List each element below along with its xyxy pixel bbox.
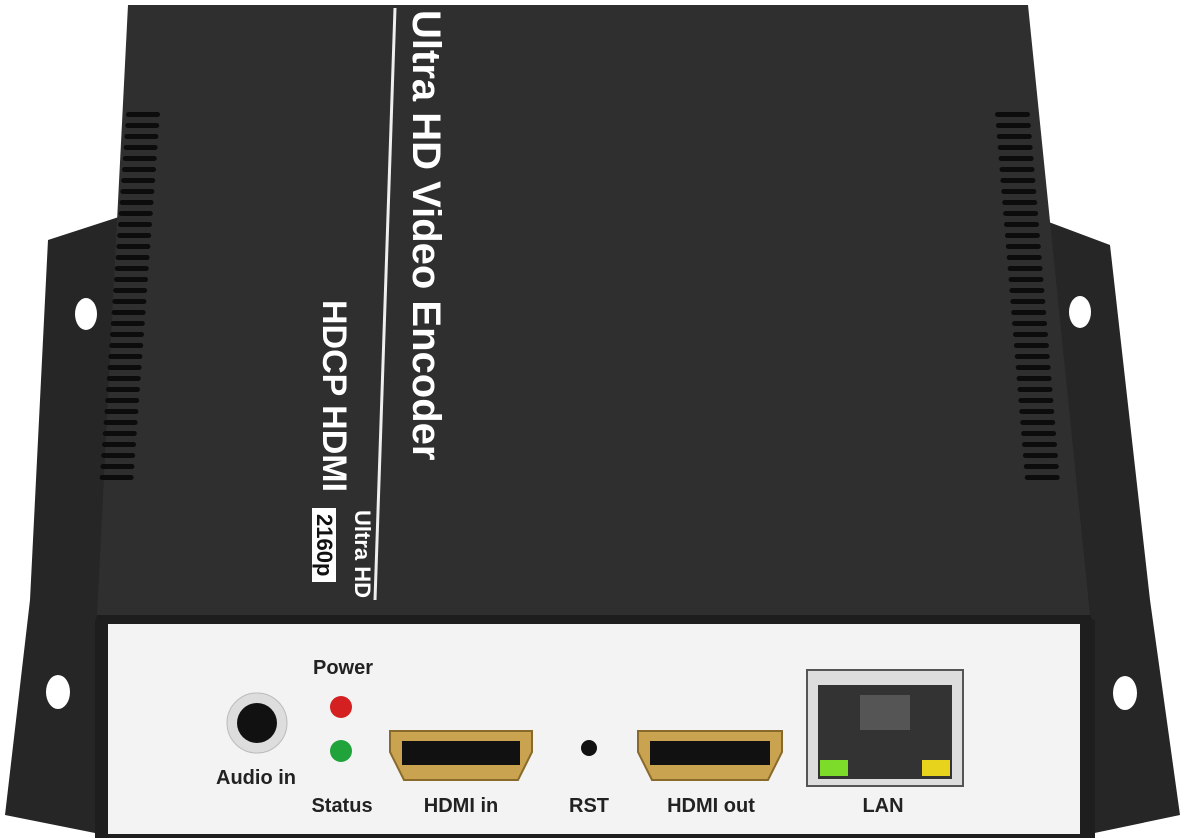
right-vent-slot	[1018, 398, 1054, 403]
right-vent-slot	[1005, 244, 1041, 249]
left-vent-slot	[111, 310, 146, 315]
left-vent-slot	[103, 420, 138, 425]
left-vent-slot	[119, 200, 154, 205]
left-vent-slot	[105, 398, 140, 403]
reset-button[interactable]	[581, 740, 597, 756]
left-vent-slot	[115, 255, 150, 260]
left-vent-slot	[114, 266, 149, 271]
right-vent-slot	[1003, 211, 1039, 216]
right-vent-slot	[1015, 365, 1051, 370]
right-vent-slot	[1019, 409, 1055, 414]
right-vent-slot	[1013, 332, 1048, 337]
status-led	[330, 740, 352, 762]
right-vent-slot	[999, 167, 1035, 172]
left-vent-slot	[102, 431, 137, 436]
right-vent-slot	[1007, 266, 1043, 271]
hdmi-out-label: HDMI out	[667, 795, 755, 817]
lan-led-activity	[922, 760, 950, 776]
left-vent-slot	[100, 464, 135, 469]
right-mounting-flange	[1030, 215, 1180, 835]
left-vent-slot	[124, 134, 159, 139]
left-vent-slot	[116, 244, 151, 249]
badge-ultra-hd: Ultra HD	[350, 510, 375, 599]
right-vent-slot	[1002, 200, 1038, 205]
left-vent-slot	[107, 365, 142, 370]
right-vent-slot	[1017, 387, 1053, 392]
right-vent-slot	[1008, 277, 1044, 282]
left-vent-slot	[117, 233, 152, 238]
left-vent-slot	[104, 409, 139, 414]
badge-resolution: 2160p	[311, 508, 337, 583]
right-vent-slot	[1023, 464, 1059, 469]
left-vent-slot	[112, 299, 147, 304]
right-vent-slot	[1021, 431, 1057, 436]
right-vent-slot	[996, 134, 1032, 139]
right-vent-slot	[1011, 310, 1047, 315]
right-vent-slot	[1024, 475, 1060, 480]
right-vent-slot	[1012, 321, 1048, 326]
right-vent-slot	[1020, 420, 1056, 425]
left-vent-slot	[123, 145, 158, 150]
left-vent-slot	[118, 211, 153, 216]
right-vent-slot	[1016, 376, 1052, 381]
left-vent-slot	[125, 123, 160, 128]
top-case	[97, 5, 1090, 615]
right-vent-slot	[1009, 288, 1045, 293]
left-vent-slot	[109, 343, 144, 348]
right-vent-slot	[1000, 178, 1036, 183]
left-vent-slot	[108, 354, 143, 359]
left-vent-slot	[118, 222, 152, 227]
left-mount-hole-bottom	[46, 675, 70, 709]
left-vent-slot	[122, 167, 156, 172]
right-vent-slot	[1004, 222, 1039, 227]
product-subtitle: HDCP HDMI	[315, 300, 353, 493]
power-label: Power	[312, 657, 374, 679]
left-vent-slot	[126, 112, 160, 117]
right-vent-slot	[1022, 453, 1058, 458]
right-vent-slot	[1013, 343, 1049, 348]
right-vent-slot	[1001, 189, 1037, 194]
left-vent-slot	[101, 453, 136, 458]
left-vent-slot	[99, 475, 134, 480]
left-vent-slot	[110, 321, 145, 326]
product-title: Ultra HD Video Encoder	[404, 10, 448, 461]
power-led	[330, 696, 352, 718]
left-vent-slot	[106, 387, 140, 392]
left-vent-slot	[113, 288, 148, 293]
left-vent-slot	[114, 277, 148, 282]
left-mount-hole-top	[75, 298, 97, 330]
right-vent-slot	[1010, 299, 1046, 304]
right-mount-hole-top	[1069, 296, 1091, 328]
right-vent-slot	[1022, 442, 1057, 447]
status-label: Status	[311, 795, 373, 817]
right-vent-slot	[997, 145, 1033, 150]
right-vent-slot	[1006, 255, 1042, 260]
lan-led-link	[820, 760, 848, 776]
right-vent-slot	[1014, 354, 1050, 359]
right-vent-slot	[998, 156, 1034, 161]
left-vent-slot	[120, 189, 155, 194]
left-vent-slot	[122, 156, 157, 161]
rst-label: RST	[569, 795, 609, 817]
left-vent-slot	[106, 376, 141, 381]
audio-in-label: Audio in	[216, 767, 296, 789]
left-vent-slot	[102, 442, 136, 447]
right-vent-slot	[995, 112, 1030, 117]
lan-label: LAN	[862, 795, 904, 817]
right-mount-hole-bottom	[1113, 676, 1137, 710]
left-vent-slot	[121, 178, 156, 183]
right-vent-slot	[1004, 233, 1040, 238]
hdmi-in-label: HDMI in	[423, 795, 499, 817]
right-vent-slot	[995, 123, 1031, 128]
left-vent-slot	[110, 332, 144, 337]
